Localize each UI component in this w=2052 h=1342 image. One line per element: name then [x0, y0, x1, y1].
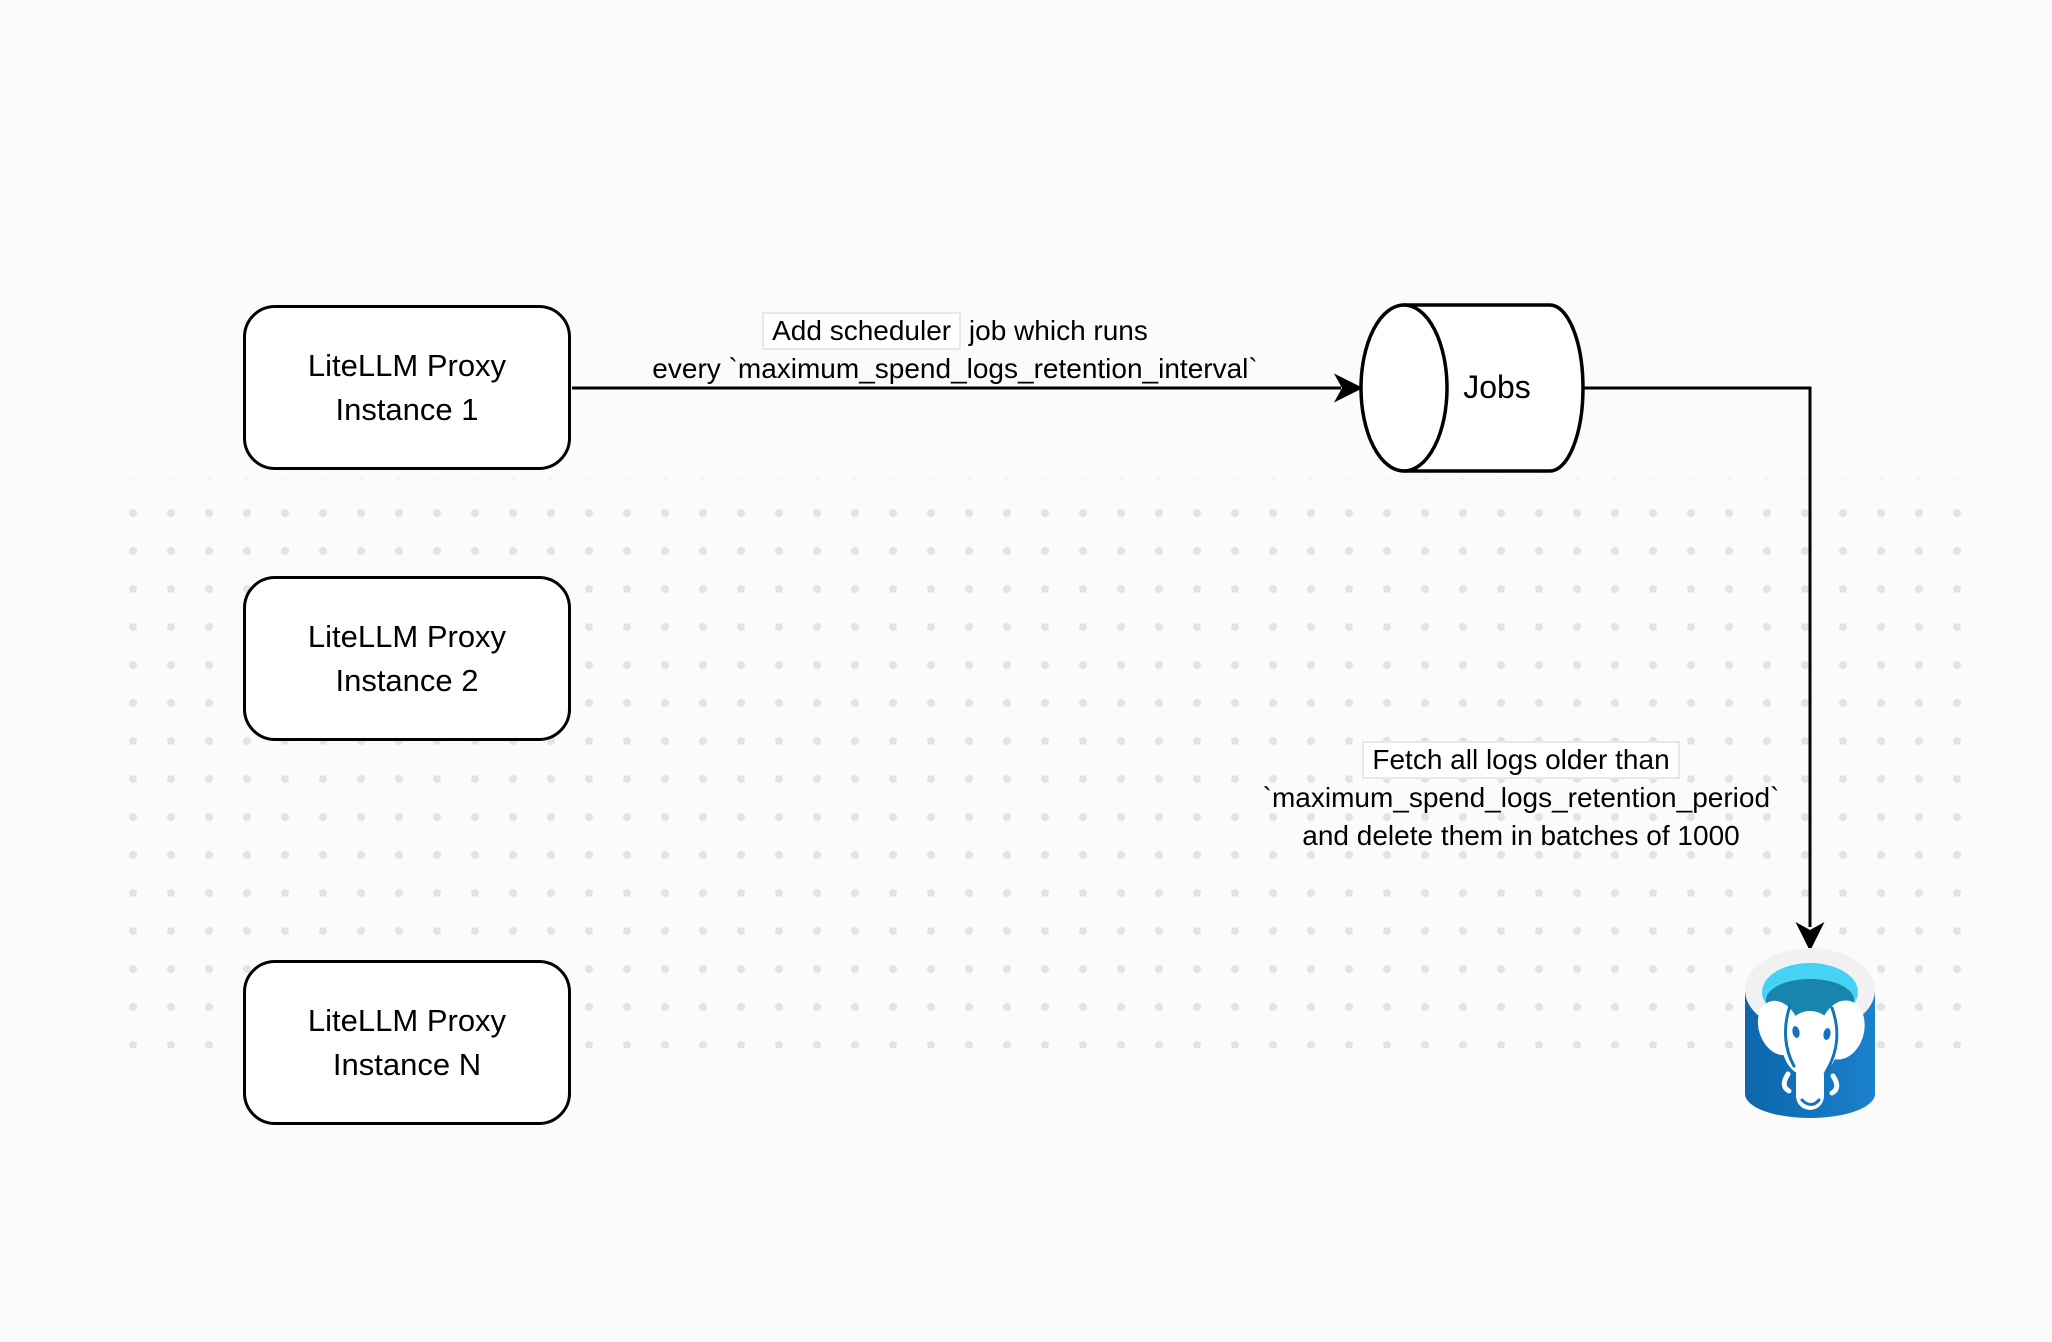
node-litellm-proxy-instance-2[interactable]: LiteLLM Proxy Instance 2: [243, 576, 571, 741]
node-label-line: Instance 1: [335, 391, 479, 427]
arrowhead-right-icon: [1334, 373, 1363, 403]
edge-label-cleanup[interactable]: Fetch all logs older than `maximum_spend…: [1171, 741, 1871, 855]
jobs-queue-cylinder[interactable]: [1359, 303, 1585, 473]
node-litellm-proxy-instance-1[interactable]: LiteLLM Proxy Instance 1: [243, 305, 571, 470]
edge-label-line: and delete them in batches of 1000: [1302, 820, 1740, 851]
node-label-line: Instance 2: [335, 662, 479, 698]
edge-label-line: `maximum_spend_logs_retention_period`: [1262, 782, 1780, 813]
node-label-line: LiteLLM Proxy: [307, 618, 507, 654]
edge-label-highlight: Fetch all logs older than: [1362, 741, 1680, 779]
node-litellm-proxy-instance-n[interactable]: LiteLLM Proxy Instance N: [243, 960, 571, 1125]
edge-cleanup-line: [1583, 386, 1812, 927]
edge-label-line: Fetch all logs older than: [1362, 741, 1680, 779]
node-label-line: Instance N: [332, 1046, 482, 1082]
postgres-elephant-detail-lines: [1784, 1004, 1839, 1106]
node-label-line: LiteLLM Proxy: [307, 1002, 507, 1038]
edge-label-line: Add scheduler job which runs: [762, 312, 1148, 350]
jobs-cylinder-cap: [1359, 303, 1449, 473]
edge-label-text: job which runs: [961, 315, 1148, 346]
edge-label-line: every `maximum_spend_logs_retention_inte…: [652, 353, 1258, 384]
node-label-line: LiteLLM Proxy: [307, 347, 507, 383]
edge-label-scheduler[interactable]: Add scheduler job which runs every `maxi…: [605, 312, 1305, 388]
arrowhead-down-icon: [1795, 922, 1825, 951]
postgres-elephant-eyes: [1792, 1026, 1831, 1040]
jobs-cylinder-body: [1403, 303, 1585, 473]
postgresql-database-icon[interactable]: [1745, 948, 1875, 1118]
postgres-elephant-tusks: [1781, 1071, 1840, 1096]
jobs-node-label[interactable]: Jobs: [1463, 368, 1531, 405]
edge-label-highlight: Add scheduler: [762, 312, 962, 350]
